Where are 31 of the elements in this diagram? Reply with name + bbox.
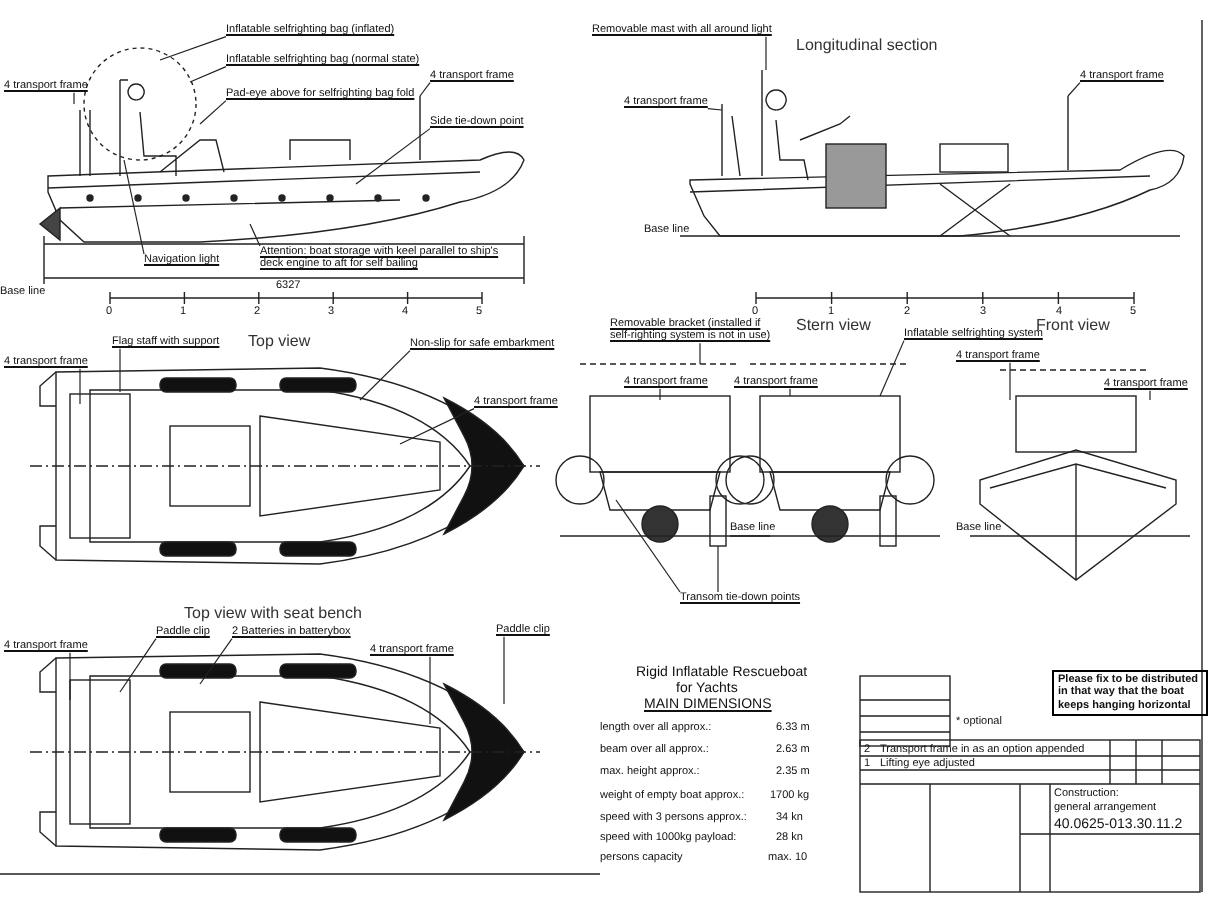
- leader-line: [159, 36, 227, 61]
- leader-line: [1067, 82, 1081, 97]
- leader-line: [119, 638, 157, 693]
- leader-line: [419, 82, 431, 97]
- leader-line: [707, 108, 723, 111]
- stern-view-drawing: [725, 363, 941, 547]
- view-title: Longitudinal section: [796, 36, 938, 55]
- leader-line: [1149, 390, 1151, 401]
- leader-line: [503, 636, 505, 705]
- leader-line: [765, 36, 767, 71]
- leader-line: [199, 100, 227, 125]
- leader-line: [355, 128, 431, 185]
- leader-line: [119, 348, 121, 393]
- boat-top-view-drawing: [29, 653, 541, 851]
- leader-line: [73, 92, 75, 105]
- leader-line: [789, 388, 791, 397]
- leader-line: [1009, 362, 1011, 401]
- leader-line: [359, 350, 411, 401]
- leader-line: [429, 656, 431, 725]
- leader-line: [79, 368, 81, 405]
- leader-line: [69, 652, 71, 701]
- leader-line: [717, 545, 719, 593]
- leader-line: [879, 340, 905, 397]
- view-title: Stern view: [796, 316, 871, 335]
- leader-line: [189, 66, 227, 83]
- view-title: Top view with seat bench: [184, 604, 362, 623]
- leader-line: [249, 223, 261, 247]
- leader-line: [123, 159, 145, 255]
- leader-line: [699, 342, 701, 365]
- leader-line: [659, 388, 661, 401]
- leader-line: [615, 499, 681, 593]
